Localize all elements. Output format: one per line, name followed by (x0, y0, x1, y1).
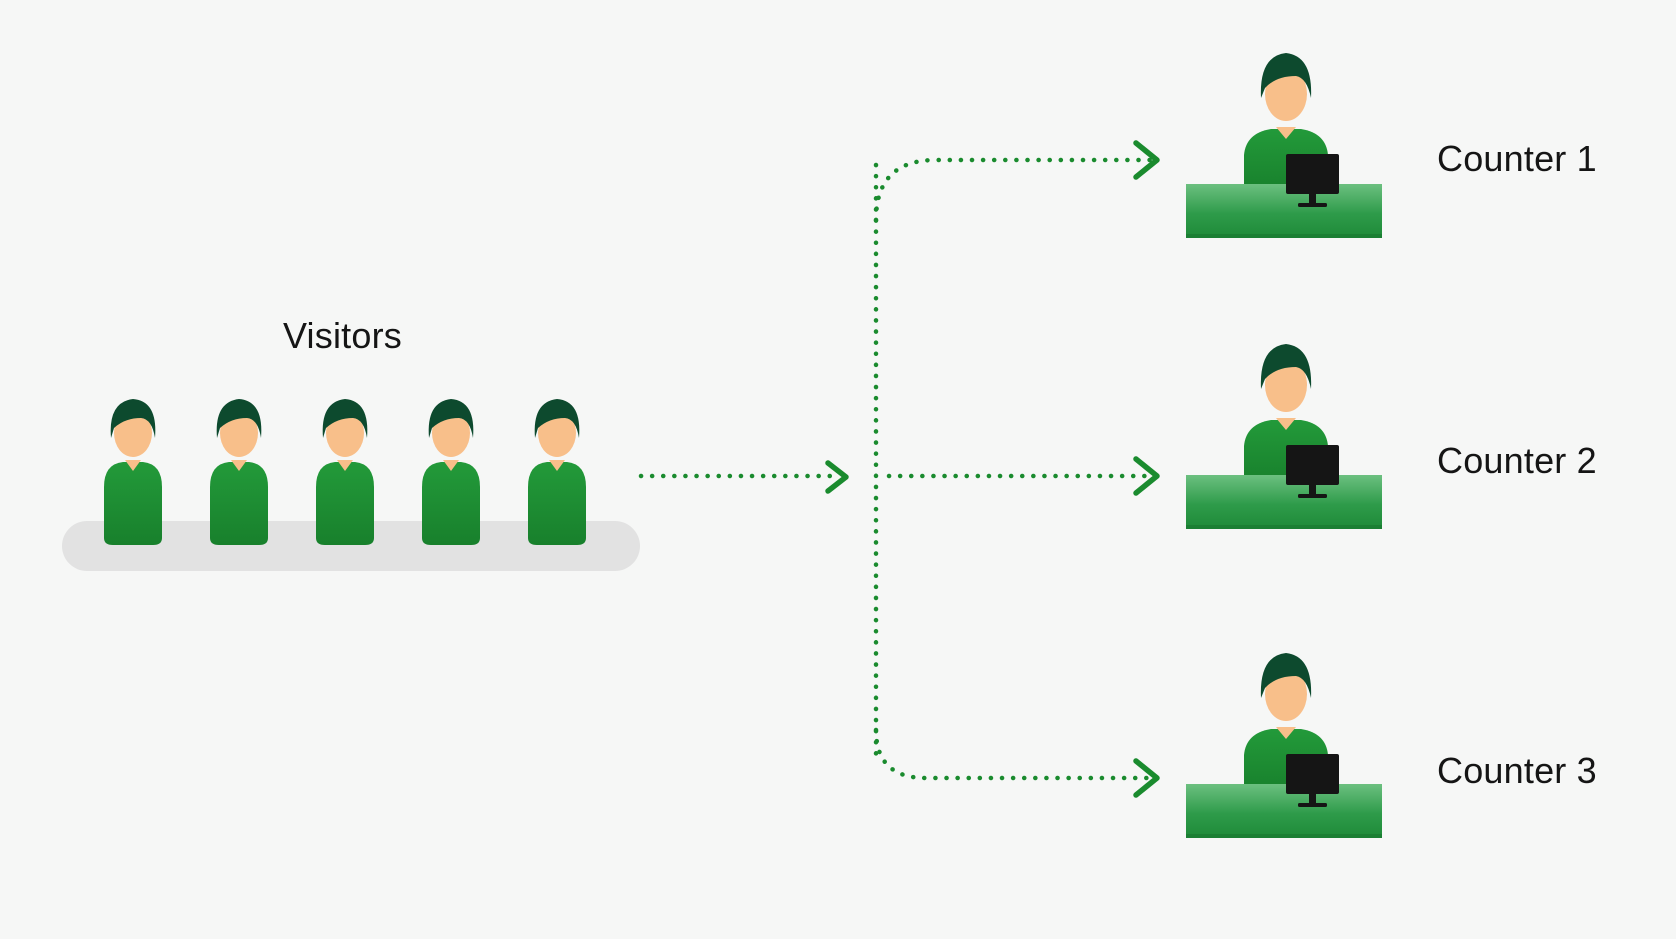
route-to-counter-1 (873, 157, 1153, 223)
router-arrowhead-icon (825, 460, 849, 494)
monitor-icon (1286, 754, 1339, 807)
person-icon (528, 399, 586, 545)
person-icon (210, 399, 268, 545)
desk (1186, 475, 1382, 529)
desk (1186, 184, 1382, 238)
desk (1186, 784, 1382, 838)
arrowheads (825, 140, 1160, 798)
counter-label: Counter 1 (1437, 138, 1597, 179)
visitors-queue (104, 399, 586, 545)
routing-connectors (638, 157, 1153, 781)
counter-label: Counter 2 (1437, 440, 1597, 481)
person-icon (422, 399, 480, 545)
monitor-icon (1286, 445, 1339, 498)
visitors-label: Visitors (283, 315, 402, 356)
monitor-icon (1286, 154, 1339, 207)
person-icon (316, 399, 374, 545)
counters (1186, 53, 1382, 838)
clerk-at-desk-icon (1186, 653, 1382, 838)
counter-1-arrowhead-icon (1133, 140, 1160, 180)
clerk-at-desk-icon (1186, 53, 1382, 238)
counter-3-arrowhead-icon (1133, 758, 1160, 798)
person-icon (104, 399, 162, 545)
counter-2-arrowhead-icon (1133, 456, 1160, 496)
counter-label: Counter 3 (1437, 750, 1597, 791)
clerk-at-desk-icon (1186, 344, 1382, 529)
route-to-counter-3 (873, 727, 1153, 781)
visitors-platform (62, 521, 640, 571)
